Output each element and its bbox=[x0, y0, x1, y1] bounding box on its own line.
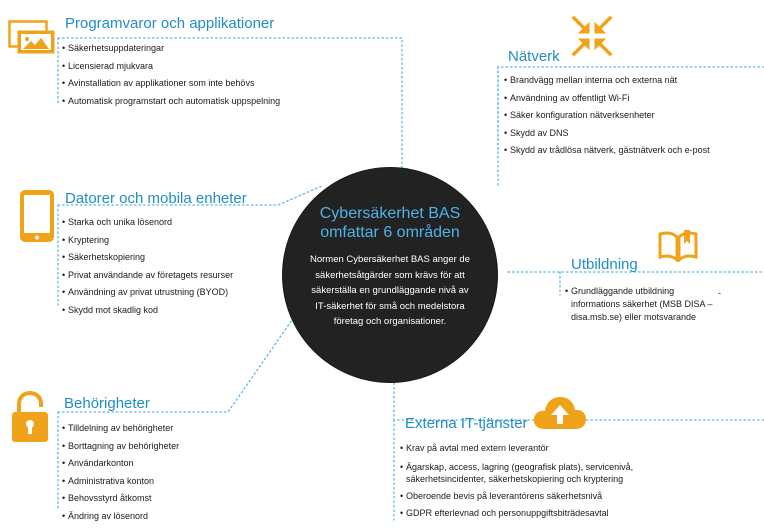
tablet-icon bbox=[20, 190, 54, 242]
programvaror-list: Säkerhetsuppdateringar Licensierad mjukv… bbox=[62, 40, 280, 110]
list-item: Starka och unika lösenord bbox=[62, 214, 233, 232]
behorigheter-list: Tilldelning av behörigheter Borttagning … bbox=[62, 420, 179, 525]
list-item: Kryptering bbox=[62, 232, 233, 250]
list-item: Administrativa konton bbox=[62, 473, 179, 491]
list-item: Säkerhetskopiering bbox=[62, 249, 233, 267]
list-item: Licensierad mjukvara bbox=[62, 58, 280, 76]
list-item: Ägarskap, access, lagring (geografisk pl… bbox=[400, 461, 706, 485]
list-item: Krav på avtal med extern leverantör bbox=[400, 440, 706, 458]
behorigheter-title: Behörigheter bbox=[64, 395, 150, 412]
datorer-title: Datorer och mobila enheter bbox=[65, 190, 247, 207]
list-item: Avinstallation av applikationer som inte… bbox=[62, 75, 280, 93]
list-item: Automatisk programstart och automatisk u… bbox=[62, 93, 280, 111]
connector-behorigheter bbox=[57, 319, 293, 413]
utbildning-trailing-dash: - bbox=[718, 288, 721, 298]
list-item: Behovsstyrd åtkomst bbox=[62, 490, 179, 508]
list-item: Brandvägg mellan interna och externa nät bbox=[504, 72, 710, 90]
programvaror-title: Programvaror och applikationer bbox=[65, 15, 275, 32]
externa-list: Krav på avtal med extern leverantör Ägar… bbox=[400, 440, 706, 523]
list-item: Användning av privat utrustning (BYOD) bbox=[62, 284, 233, 302]
list-item: Borttagning av behörigheter bbox=[62, 438, 179, 456]
list-item: Tilldelning av behörigheter bbox=[62, 420, 179, 438]
open-book-icon bbox=[658, 230, 698, 262]
list-item: Skydd av trådlösa nätverk, gästnätverk o… bbox=[504, 142, 710, 160]
list-item: Skydd av DNS bbox=[504, 125, 710, 143]
list-item: Säker konfiguration nätverksenheter bbox=[504, 107, 710, 125]
image-window-icon bbox=[8, 20, 55, 54]
center-description: Normen Cybersäkerhet BAS anger de säkerh… bbox=[310, 254, 470, 327]
utbildning-title: Utbildning bbox=[571, 256, 638, 273]
list-item: Ändring av lösenord bbox=[62, 508, 179, 526]
natverk-title: Nätverk bbox=[508, 48, 560, 65]
center-title-line2: omfattar 6 områden bbox=[320, 224, 460, 241]
externa-title: Externa IT-tjänster bbox=[405, 415, 528, 432]
list-item: Privat användande av företagets resurser bbox=[62, 267, 233, 285]
datorer-list: Starka och unika lösenord Kryptering Säk… bbox=[62, 214, 233, 319]
utbildning-list: Grundläggande utbildning informations sä… bbox=[565, 285, 717, 324]
list-item: Användarkonton bbox=[62, 455, 179, 473]
natverk-list: Brandvägg mellan interna och externa nät… bbox=[504, 72, 710, 160]
list-item: Oberoende bevis på leverantörens säkerhe… bbox=[400, 488, 706, 506]
center-circle: Cybersäkerhet BAS omfattar 6 områden Nor… bbox=[283, 168, 497, 382]
list-item: Grundläggande utbildning informations sä… bbox=[565, 285, 717, 324]
list-item: Skydd mot skadlig kod bbox=[62, 302, 233, 320]
connector-datorer bbox=[57, 185, 323, 206]
cloud-upload-icon bbox=[533, 397, 586, 429]
list-item: GDPR efterlevnad och personuppgiftsbiträ… bbox=[400, 505, 706, 523]
center-title-line1: Cybersäkerhet BAS bbox=[319, 205, 461, 222]
padlock-icon bbox=[12, 391, 48, 442]
compress-arrows-icon bbox=[571, 15, 613, 57]
center-title: Cybersäkerhet BAS omfattar 6 områden bbox=[283, 204, 497, 242]
list-item: Säkerhetsuppdateringar bbox=[62, 40, 280, 58]
list-item: Användning av offentligt Wi-Fi bbox=[504, 90, 710, 108]
connector-programvaror bbox=[57, 37, 403, 171]
